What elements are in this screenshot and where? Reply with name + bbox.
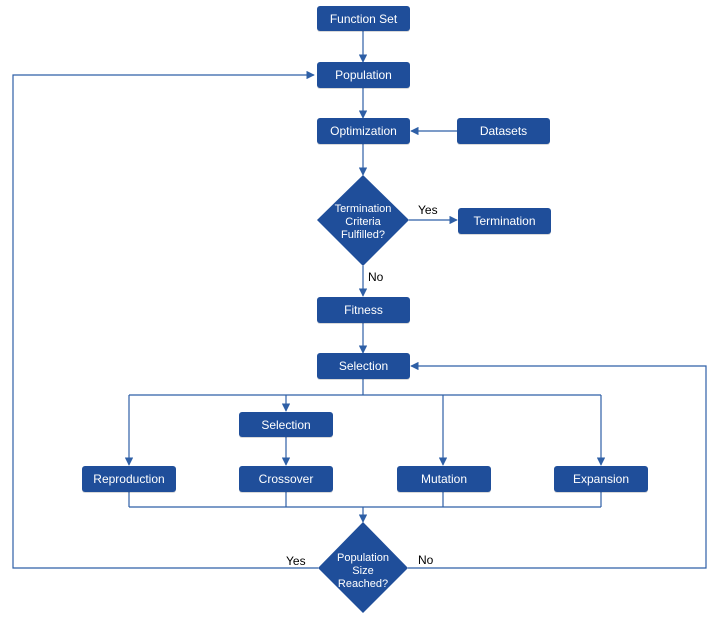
decision-population-line-2: Size xyxy=(352,565,373,577)
node-function-set: Function Set xyxy=(317,6,410,31)
edge-label-termination-no: No xyxy=(368,270,384,284)
node-reproduction: Reproduction xyxy=(82,466,176,492)
node-expansion: Expansion xyxy=(554,466,648,492)
decision-termination-line-1: Termination xyxy=(335,203,392,215)
edge-label-population-yes: Yes xyxy=(286,554,306,568)
node-selection-sub: Selection xyxy=(239,412,333,437)
decision-termination-line-3: Fulfilled? xyxy=(341,229,385,241)
decision-termination-diamond xyxy=(317,175,409,266)
node-fitness: Fitness xyxy=(317,297,410,323)
node-selection-main: Selection xyxy=(317,353,410,379)
decision-population-diamond xyxy=(318,522,408,613)
decision-population-line-1: Population xyxy=(337,552,389,564)
decision-population-line-3: Reached? xyxy=(338,578,388,590)
node-optimization: Optimization xyxy=(317,118,410,144)
edge-label-population-no: No xyxy=(418,553,434,567)
edge-yes-loop-population xyxy=(12,70,318,569)
edge-label-termination-yes: Yes xyxy=(418,203,438,217)
node-population: Population xyxy=(317,62,410,88)
node-datasets: Datasets xyxy=(457,118,550,144)
node-termination: Termination xyxy=(458,208,551,234)
decision-termination-line-2: Criteria xyxy=(345,216,381,228)
node-mutation: Mutation xyxy=(397,466,491,492)
edge-no-loop-selection xyxy=(408,361,707,569)
node-crossover: Crossover xyxy=(239,466,333,492)
